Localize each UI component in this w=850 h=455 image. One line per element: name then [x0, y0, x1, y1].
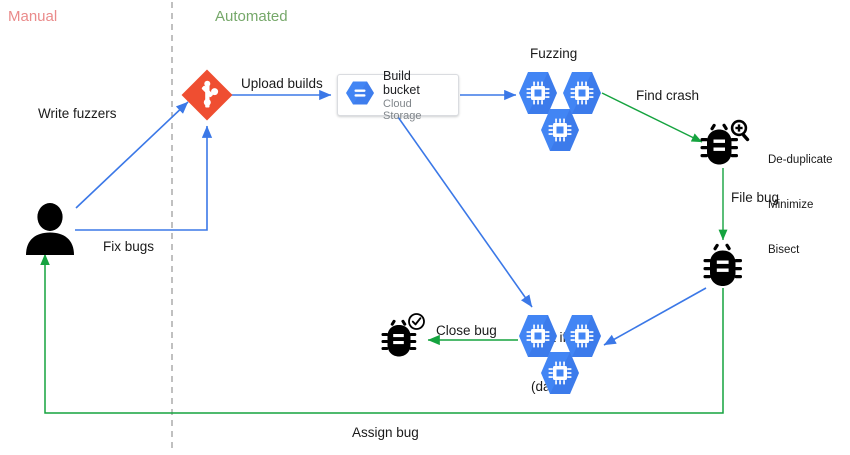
edge-label-assign-bug: Assign bug: [352, 425, 419, 440]
zone-label-manual: Manual: [8, 8, 58, 25]
compute-engine-icon[interactable]: [518, 313, 558, 364]
build-bucket-title: Build bucket: [383, 68, 420, 97]
git-icon[interactable]: [181, 69, 233, 126]
edge-label-find-crash: Find crash: [636, 88, 700, 103]
edge-daily-test: [397, 116, 533, 308]
zone-label-automated: Automated: [215, 8, 288, 25]
bug-check-icon[interactable]: [379, 311, 431, 366]
bug-icon[interactable]: [698, 238, 748, 295]
edge-label-upload-builds: Upload builds: [241, 76, 323, 91]
build-bucket-subtitle: Cloud Storage: [383, 97, 422, 122]
analysis-label: De-duplicate Minimize Bisect: [768, 123, 833, 287]
analysis-line-3: Bisect: [768, 243, 800, 256]
edge-label-file-bug: File bug: [731, 190, 780, 205]
edge-assign-bug: [40, 253, 724, 414]
analysis-line-1: De-duplicate: [768, 153, 833, 166]
cloud-storage-icon: [345, 79, 375, 112]
fuzzing-label: Fuzzing: [530, 46, 578, 61]
edge-fix-bugs: [75, 125, 213, 231]
compute-engine-icon[interactable]: [518, 70, 558, 121]
compute-engine-icon[interactable]: [562, 313, 602, 364]
edge-label-write-fuzzers: Write fuzzers: [38, 106, 117, 121]
analysis-line-2: Minimize: [768, 198, 814, 211]
edge-write-fuzzers: [75, 101, 189, 209]
build-bucket-card[interactable]: Build bucket Cloud Storage: [337, 69, 459, 122]
edge-find-crash: [601, 92, 703, 143]
compute-engine-icon[interactable]: [562, 70, 602, 121]
bug-search-icon[interactable]: [697, 116, 755, 175]
edge-to-retest: [603, 287, 707, 346]
compute-engine-icon[interactable]: [540, 350, 580, 401]
compute-engine-icon[interactable]: [540, 107, 580, 158]
person-icon[interactable]: [22, 203, 78, 260]
edge-label-fix-bugs: Fix bugs: [103, 239, 155, 254]
edge-label-close-bug: Close bug: [436, 323, 497, 338]
